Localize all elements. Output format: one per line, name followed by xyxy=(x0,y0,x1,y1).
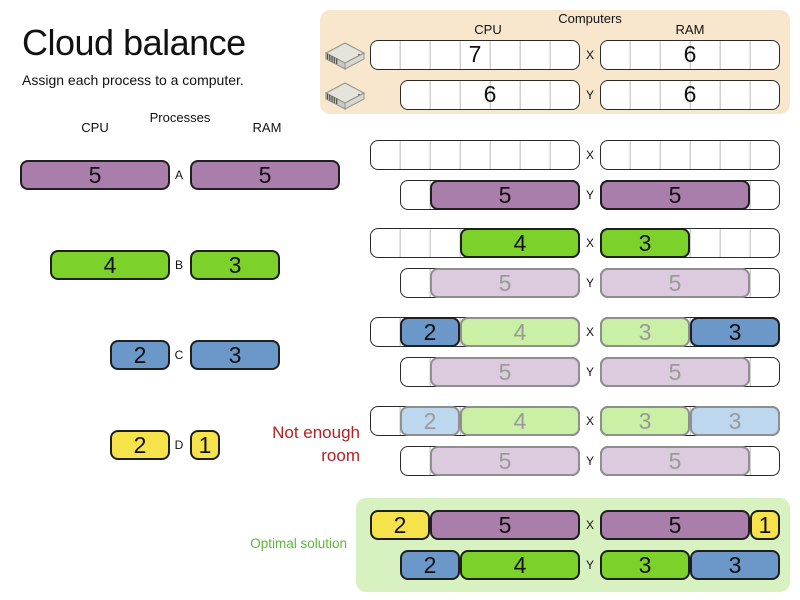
optimal-X-ram-block-A: 5 xyxy=(600,510,750,540)
computer-icon xyxy=(324,80,366,110)
step4-Y-label: Y xyxy=(585,454,594,468)
step3-X-cpu-block-B: 4 xyxy=(460,317,580,347)
step4-X-ram-block-B: 3 xyxy=(600,406,690,436)
process-C-cpu-bar: 2 xyxy=(110,340,170,370)
step1-Y-cpu-block-A: 5 xyxy=(430,180,580,210)
optimal-X-ram-block-D: 1 xyxy=(750,510,780,540)
step3-Y-cpu-block-A: 5 xyxy=(430,357,580,387)
computer-icon xyxy=(324,40,366,70)
step4-X-ram-block-C: 3 xyxy=(690,406,780,436)
cpu-capacity-value: 7 xyxy=(468,41,482,67)
cpu-capacity-value: 6 xyxy=(483,81,497,107)
process-C-label: C xyxy=(174,348,184,362)
step1-X-label: X xyxy=(585,148,594,162)
step3-Y-ram-block-A: 5 xyxy=(600,357,750,387)
ram-capacity-value: 6 xyxy=(683,81,697,107)
process-D-ram-bar: 1 xyxy=(190,430,220,460)
optimal-X-cpu-block-D: 2 xyxy=(370,510,430,540)
computer-X-ram-capacity: 6 xyxy=(600,40,780,70)
optimal-Y-ram-block-C: 3 xyxy=(690,550,780,580)
process-D-label: D xyxy=(174,438,184,452)
step3-X-cpu-block-C: 2 xyxy=(400,317,460,347)
optimal-X-label: X xyxy=(585,518,594,532)
step3-Y-label: Y xyxy=(585,365,594,379)
step3-X-ram-block-B: 3 xyxy=(600,317,690,347)
ram-capacity-value: 6 xyxy=(683,41,697,67)
page-title: Cloud balance xyxy=(22,22,246,63)
page-subtitle: Assign each process to a computer. xyxy=(22,72,244,88)
step2-X-label: X xyxy=(585,236,594,250)
processes-cpu-header: CPU xyxy=(81,120,109,135)
process-A-cpu-bar: 5 xyxy=(20,160,170,190)
step2-Y-ram-block-A: 5 xyxy=(600,268,750,298)
step2-Y-cpu-block-A: 5 xyxy=(430,268,580,298)
step2-Y-label: Y xyxy=(585,276,594,290)
computer-Y-label: Y xyxy=(585,88,594,102)
optimal-Y-cpu-block-C: 2 xyxy=(400,550,460,580)
step4-X-label: X xyxy=(585,414,594,428)
step4-X-cpu-block-B: 4 xyxy=(460,406,580,436)
step4-Y-cpu-block-A: 5 xyxy=(430,446,580,476)
step1-Y-ram-block-A: 5 xyxy=(600,180,750,210)
step3-X-ram-block-C: 3 xyxy=(690,317,780,347)
computers-ram-header: RAM xyxy=(675,22,705,37)
optimal-Y-cpu-block-B: 4 xyxy=(460,550,580,580)
optimal-solution-label: Optimal solution xyxy=(250,536,347,551)
optimal-X-cpu-block-A: 5 xyxy=(430,510,580,540)
step3-X-label: X xyxy=(585,325,594,339)
step1-Y-label: Y xyxy=(585,188,594,202)
process-B-ram-bar: 3 xyxy=(190,250,280,280)
process-A-ram-bar: 5 xyxy=(190,160,340,190)
step2-X-cpu-block-B: 4 xyxy=(460,228,580,258)
computer-Y-ram-capacity: 6 xyxy=(600,80,780,110)
computers-panel-title: Computers xyxy=(558,11,622,26)
not-enough-room-label: Not enough room xyxy=(272,423,360,465)
computer-X-cpu-capacity: 7 xyxy=(370,40,580,70)
computer-X-label: X xyxy=(585,48,594,62)
process-A-label: A xyxy=(174,168,183,182)
computer-Y-cpu-capacity: 6 xyxy=(400,80,580,110)
processes-ram-header: RAM xyxy=(252,120,282,135)
step2-X-ram-block-B: 3 xyxy=(600,228,690,258)
optimal-Y-label: Y xyxy=(585,558,594,572)
computers-cpu-header: CPU xyxy=(474,22,502,37)
optimal-Y-ram-block-B: 3 xyxy=(600,550,690,580)
step4-X-cpu-block-C: 2 xyxy=(400,406,460,436)
process-C-ram-bar: 3 xyxy=(190,340,280,370)
step1-X-ram-slot xyxy=(600,140,780,170)
process-B-label: B xyxy=(174,258,183,272)
step1-X-cpu-slot xyxy=(370,140,580,170)
processes-title: Processes xyxy=(149,110,211,125)
process-B-cpu-bar: 4 xyxy=(50,250,170,280)
process-D-cpu-bar: 2 xyxy=(110,430,170,460)
step4-Y-ram-block-A: 5 xyxy=(600,446,750,476)
